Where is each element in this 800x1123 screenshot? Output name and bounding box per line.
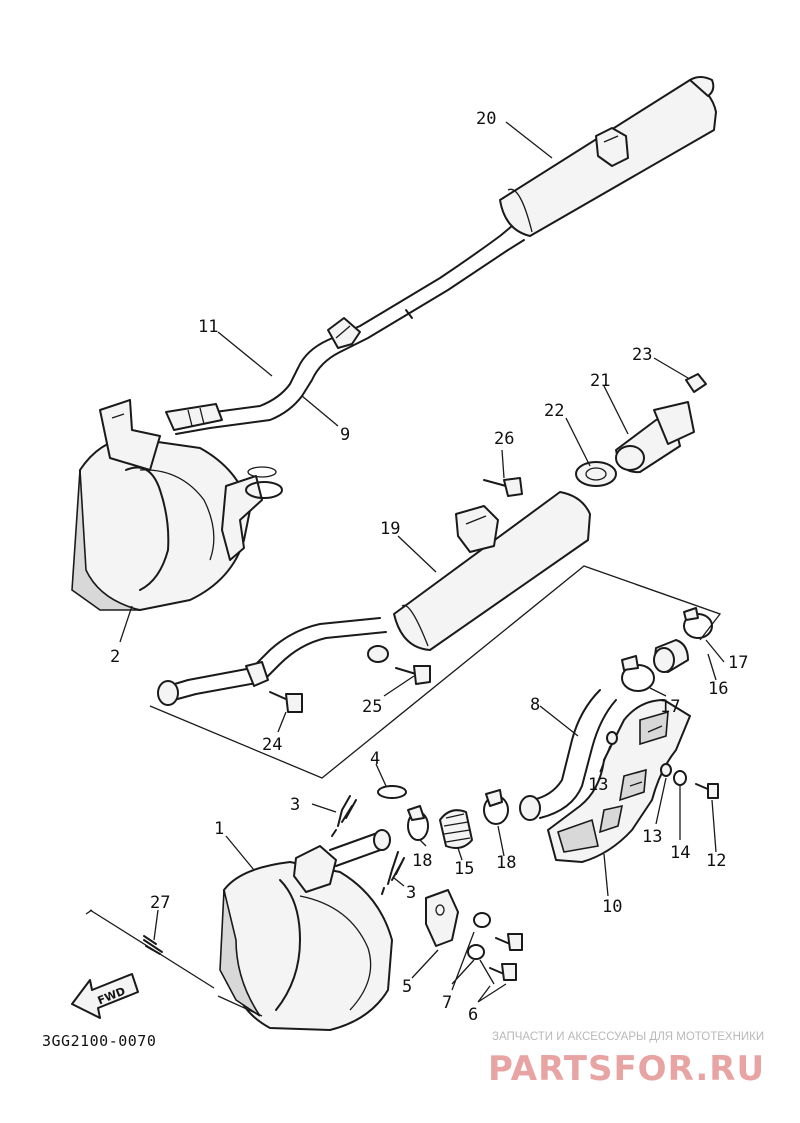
part-bolt-12 bbox=[695, 783, 719, 799]
part-heat-protector bbox=[547, 699, 691, 863]
callout-4: 4 bbox=[370, 749, 380, 769]
callout-17-upper: 17 bbox=[728, 653, 748, 673]
part-nut-13-lower bbox=[660, 763, 672, 777]
callout-11: 11 bbox=[198, 317, 218, 337]
part-bolt-6-upper bbox=[495, 933, 523, 951]
callout-6: 6 bbox=[468, 1005, 478, 1025]
callout-3-lower: 3 bbox=[406, 883, 416, 903]
part-clamp-18-left bbox=[407, 805, 429, 841]
callout-18-left: 18 bbox=[412, 851, 432, 871]
part-nut-13-upper bbox=[606, 731, 618, 745]
part-tail-pipe bbox=[575, 401, 695, 487]
part-bolt-23 bbox=[685, 373, 707, 393]
part-silencer-upper bbox=[499, 76, 717, 237]
part-expansion-chamber-lower bbox=[219, 829, 393, 1031]
callout-27: 27 bbox=[150, 893, 170, 913]
callout-22: 22 bbox=[544, 401, 564, 421]
part-bolt-26 bbox=[483, 477, 523, 497]
part-exhaust-pipe-upper bbox=[165, 225, 525, 435]
part-clamp-18-right bbox=[483, 789, 509, 825]
callout-17-lower: 17 bbox=[660, 697, 680, 717]
part-bolt-25 bbox=[395, 665, 431, 685]
callout-13-lower: 13 bbox=[642, 827, 662, 847]
callout-5: 5 bbox=[402, 977, 412, 997]
callout-14: 14 bbox=[670, 843, 690, 863]
callout-19: 19 bbox=[380, 519, 400, 539]
part-clamp-17-upper bbox=[683, 607, 713, 639]
callout-16: 16 bbox=[708, 679, 728, 699]
callout-7: 7 bbox=[442, 993, 452, 1013]
part-clamp-17-lower bbox=[621, 655, 655, 692]
callout-10: 10 bbox=[602, 897, 622, 917]
part-bolt-24 bbox=[269, 691, 303, 713]
part-spring-3-lower bbox=[381, 851, 405, 895]
callout-23: 23 bbox=[632, 345, 652, 365]
watermark-brand: PARTSFOR.RU bbox=[488, 1049, 765, 1089]
part-stud-27 bbox=[85, 909, 215, 989]
part-gasket-4 bbox=[377, 785, 407, 799]
callout-numbers: 20 11 9 2 19 26 22 21 23 24 25 8 13 17 1… bbox=[110, 109, 748, 1025]
part-bracket-5 bbox=[425, 889, 459, 947]
callout-1: 1 bbox=[214, 819, 224, 839]
callout-18-right: 18 bbox=[496, 853, 516, 873]
watermark-caption: ЗАПЧАСТИ И АКСЕССУАРЫ ДЛЯ МОТОТЕХНИКИ bbox=[492, 1031, 764, 1043]
part-bolt-6-lower bbox=[489, 963, 517, 981]
fwd-arrow-icon: FWD bbox=[71, 973, 139, 1019]
part-silencer-lower bbox=[157, 491, 591, 706]
part-exhaust-pipe-lower bbox=[519, 689, 617, 821]
part-expansion-chamber-upper bbox=[71, 399, 283, 611]
callout-13-upper: 13 bbox=[588, 775, 608, 795]
part-washer-14 bbox=[673, 770, 687, 786]
callout-24: 24 bbox=[262, 735, 282, 755]
part-spring-3-upper bbox=[331, 795, 357, 837]
callout-9: 9 bbox=[340, 425, 350, 445]
part-joint-spring-15 bbox=[439, 809, 473, 849]
callout-21: 21 bbox=[590, 371, 610, 391]
callout-15: 15 bbox=[454, 859, 474, 879]
callout-12: 12 bbox=[706, 851, 726, 871]
callout-3-upper: 3 bbox=[290, 795, 300, 815]
part-joint-rubber bbox=[653, 639, 689, 673]
part-washer-7-upper bbox=[473, 912, 491, 928]
part-washer-7-lower bbox=[467, 944, 485, 960]
callout-20: 20 bbox=[476, 109, 496, 129]
leader-lines bbox=[119, 121, 725, 1017]
callout-8: 8 bbox=[530, 695, 540, 715]
callout-25: 25 bbox=[362, 697, 382, 717]
callout-2: 2 bbox=[110, 647, 120, 667]
diagram-code: 3GG2100-0070 bbox=[42, 1032, 156, 1050]
assembly-outline bbox=[149, 565, 722, 779]
callout-26: 26 bbox=[494, 429, 514, 449]
